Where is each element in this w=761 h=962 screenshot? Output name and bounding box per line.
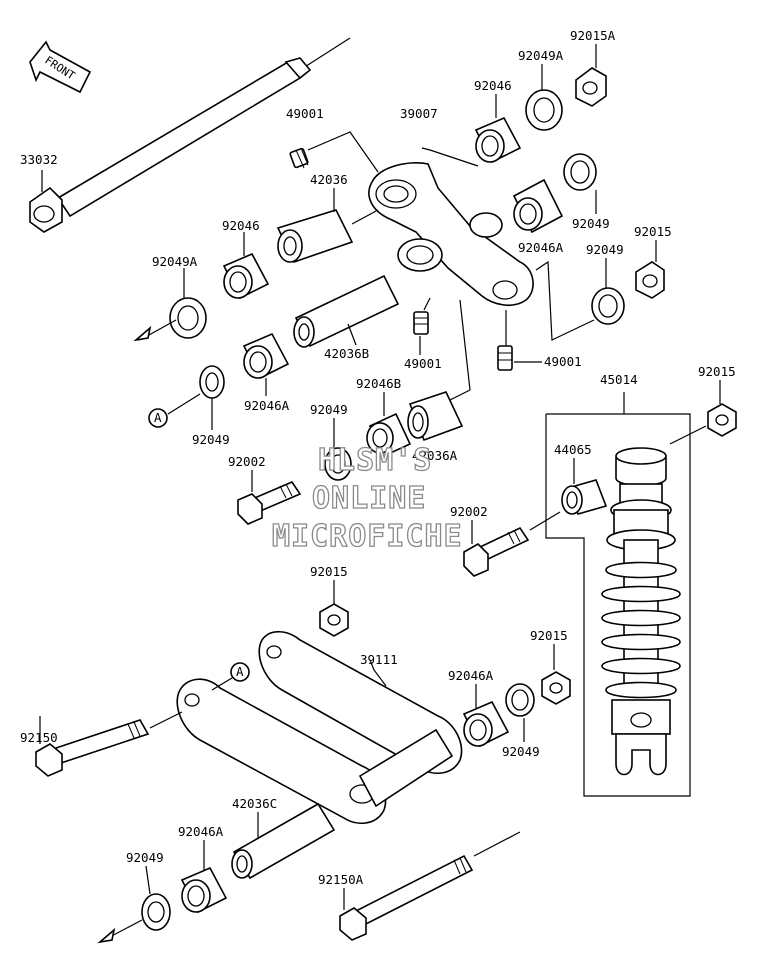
nut-92015-right[interactable] bbox=[635, 261, 665, 299]
bearing-92046-left[interactable] bbox=[222, 252, 270, 300]
collar-42036B[interactable] bbox=[293, 274, 400, 348]
label-42036B: 42036B bbox=[324, 346, 369, 361]
label-92046A-left: 92046A bbox=[244, 398, 290, 413]
label-92049-lower-right: 92049 bbox=[502, 744, 540, 759]
bearing-92046A-left[interactable] bbox=[242, 332, 290, 380]
label-92002-right: 92002 bbox=[450, 504, 488, 519]
label-42036C: 42036C bbox=[232, 796, 277, 811]
grease-nipple-49001-mid[interactable] bbox=[413, 297, 431, 335]
ref-mark-a-lower-label: A bbox=[236, 664, 244, 679]
collar-92049-left[interactable] bbox=[199, 365, 225, 399]
bolt-92002-left[interactable] bbox=[237, 481, 302, 525]
label-92049A-left: 92049A bbox=[152, 254, 198, 269]
collar-42036A[interactable] bbox=[407, 391, 464, 442]
label-49001-mid: 49001 bbox=[404, 356, 442, 371]
ref-mark-a-lower bbox=[230, 662, 250, 682]
label-92049-bottom: 92049 bbox=[126, 850, 164, 865]
nut-92015A-top[interactable] bbox=[575, 67, 607, 107]
label-92046A-lower: 92046A bbox=[448, 668, 494, 683]
label-92049-right1: 92049 bbox=[572, 216, 610, 231]
label-39007: 39007 bbox=[400, 106, 438, 121]
front-arrow-icon: FRONT bbox=[29, 40, 92, 94]
tie-rod-39111[interactable] bbox=[176, 630, 463, 825]
collar-92049-right2[interactable] bbox=[591, 287, 625, 325]
label-92002-left: 92002 bbox=[228, 454, 266, 469]
nut-92015-shock[interactable] bbox=[707, 403, 737, 437]
bolt-92150A[interactable] bbox=[339, 854, 474, 941]
label-92015-lower: 92015 bbox=[530, 628, 568, 643]
bearing-92046B-mid[interactable] bbox=[366, 412, 412, 458]
watermark-line-3: MICROFICHE bbox=[272, 519, 463, 554]
label-45014: 45014 bbox=[600, 372, 638, 387]
label-33032: 33032 bbox=[20, 152, 58, 167]
label-42036: 42036 bbox=[310, 172, 348, 187]
watermark-line-1: HLSM'S bbox=[318, 443, 432, 478]
collar-42036[interactable] bbox=[276, 209, 354, 263]
bearing-92046A-lower[interactable] bbox=[462, 700, 510, 748]
label-92015-rod: 92015 bbox=[310, 564, 348, 579]
collar-44065[interactable] bbox=[561, 479, 608, 515]
collar-92049-right1[interactable] bbox=[563, 153, 597, 191]
label-92150: 92150 bbox=[20, 730, 58, 745]
bearing-92046-top[interactable] bbox=[474, 116, 522, 164]
nut-92015-lower[interactable] bbox=[541, 671, 571, 705]
watermark: HLSM'S ONLINE MICROFICHE bbox=[271, 442, 463, 554]
ref-mark-a-upper bbox=[148, 408, 168, 428]
rocker-arm-39007[interactable] bbox=[368, 162, 534, 307]
collar-92049-lower-right[interactable] bbox=[505, 683, 535, 717]
bolt-92002-right[interactable] bbox=[463, 526, 530, 577]
label-92046A-right: 92046A bbox=[518, 240, 564, 255]
bolt-92150[interactable] bbox=[35, 719, 150, 777]
label-39111: 39111 bbox=[360, 652, 398, 667]
label-92049-mid: 92049 bbox=[310, 402, 348, 417]
ref-mark-a-upper-label: A bbox=[154, 410, 162, 425]
label-44065: 44065 bbox=[554, 442, 592, 457]
label-92015A-top: 92015A bbox=[570, 28, 616, 43]
axle-33032[interactable] bbox=[29, 37, 351, 233]
collar-92049A-left[interactable] bbox=[169, 297, 207, 339]
label-92049-left: 92049 bbox=[192, 432, 230, 447]
label-92049A-top: 92049A bbox=[518, 48, 564, 63]
bearing-92046A-bottom[interactable] bbox=[180, 866, 228, 914]
label-92015-right: 92015 bbox=[634, 224, 672, 239]
label-92046-left: 92046 bbox=[222, 218, 260, 233]
grease-nipple-49001-right[interactable] bbox=[497, 345, 513, 371]
nut-92015-rod[interactable] bbox=[319, 603, 349, 637]
label-92150A: 92150A bbox=[318, 872, 364, 887]
label-92046B-mid: 92046B bbox=[356, 376, 401, 391]
shock-absorber-45014[interactable] bbox=[601, 447, 681, 776]
watermark-line-2: ONLINE bbox=[312, 481, 426, 516]
label-49001-top: 49001 bbox=[286, 106, 324, 121]
label-92049-right2: 92049 bbox=[586, 242, 624, 257]
label-92046A-bottom: 92046A bbox=[178, 824, 224, 839]
label-92046-top: 92046 bbox=[474, 78, 512, 93]
label-42036A: 42036A bbox=[412, 448, 458, 463]
collar-92049-mid[interactable] bbox=[324, 447, 352, 481]
collar-42036C[interactable] bbox=[231, 802, 336, 880]
label-49001-right: 49001 bbox=[544, 354, 582, 369]
label-92015-shock: 92015 bbox=[698, 364, 736, 379]
bearing-92046A-right[interactable] bbox=[512, 178, 564, 234]
grease-nipple-49001-top[interactable] bbox=[289, 147, 309, 169]
collar-92049A-top[interactable] bbox=[525, 89, 563, 131]
collar-92049-bottom[interactable] bbox=[141, 893, 171, 931]
